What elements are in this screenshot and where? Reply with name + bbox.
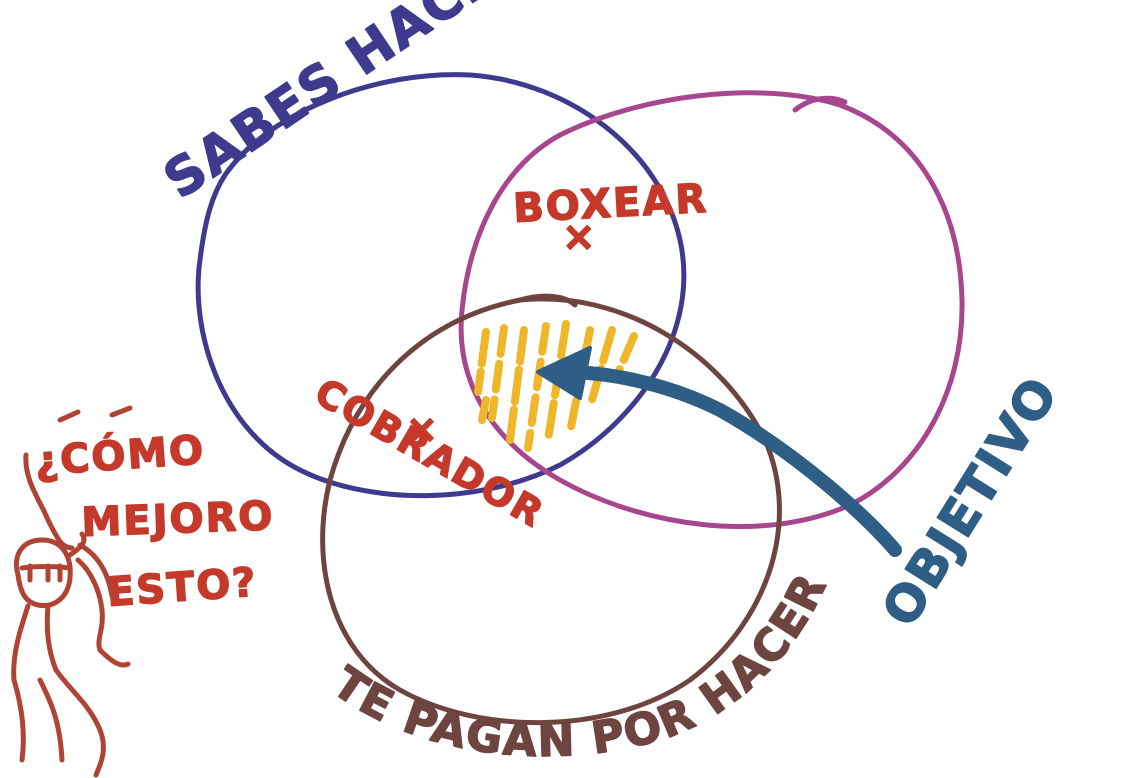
boxear-label: BOXEAR — [512, 176, 709, 232]
hatch-stroke — [510, 330, 524, 440]
cobrador-cross: × — [406, 407, 440, 451]
objective-label: OBJETIVO — [871, 366, 1070, 636]
passion-circle — [461, 93, 962, 527]
objective-arrow-shaft — [565, 372, 895, 550]
paid-circle — [323, 299, 780, 723]
hatch-stroke — [478, 332, 486, 392]
hatch-stroke — [492, 328, 504, 418]
skills-label: SABES HACER — [154, 0, 542, 211]
hatch-stroke — [528, 326, 546, 448]
hatch-stroke — [592, 330, 612, 400]
question-line-3: ESTO? — [105, 560, 258, 616]
question-line-1: ¿CÓMO — [33, 425, 206, 485]
arrow-icon — [538, 348, 895, 550]
boxear-cross: × — [562, 214, 598, 260]
question-line-2: MEJORO — [81, 493, 275, 546]
hatch-stroke — [482, 400, 486, 420]
